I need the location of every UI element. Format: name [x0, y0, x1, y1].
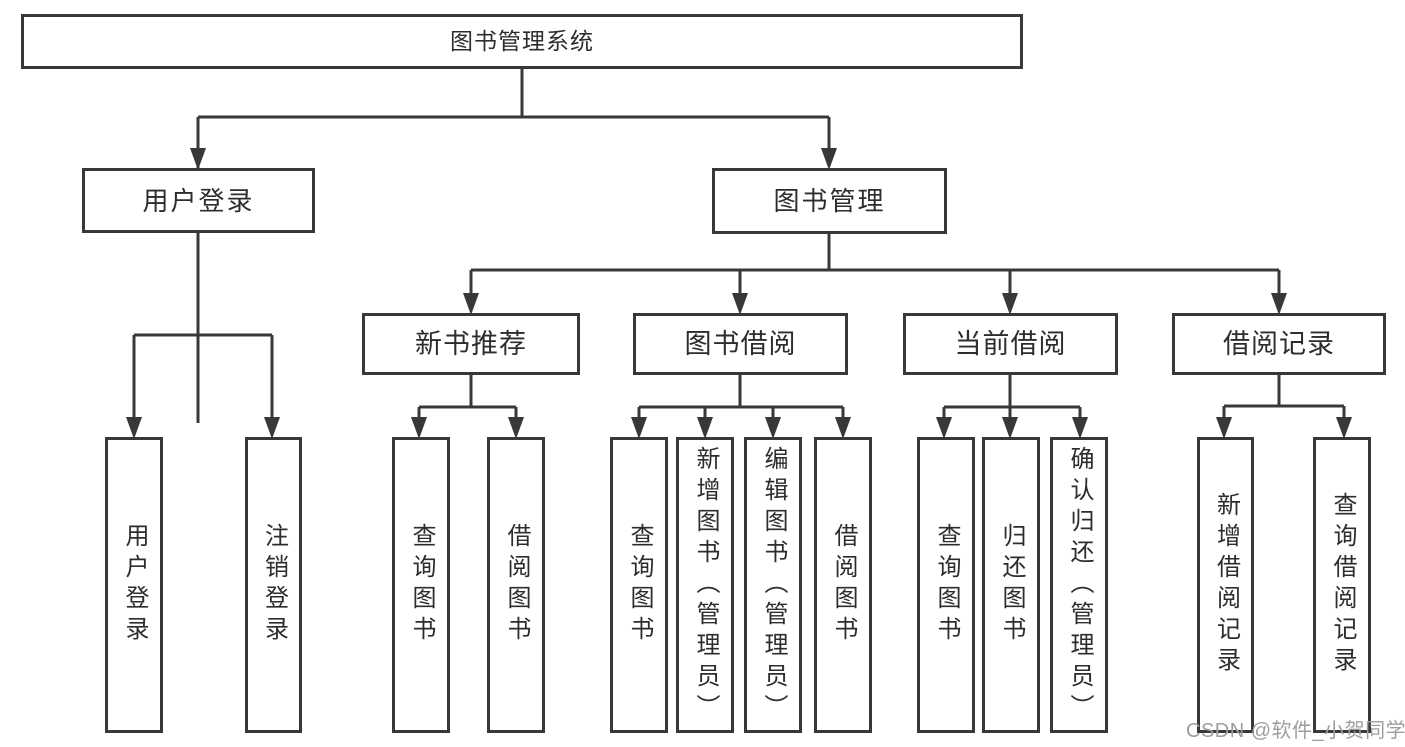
node-library-system-label: 图书管理系统: [450, 28, 594, 54]
leaf-search-books-borrowing-label: 查询图书: [626, 523, 653, 647]
node-new-book-recommend-label: 新书推荐: [415, 328, 527, 359]
leaf-search-books-current-label: 查询图书: [933, 523, 960, 647]
leaf-logout: 注销登录: [245, 437, 302, 733]
node-book-management-label: 图书管理: [773, 186, 886, 216]
leaf-borrow-books-recommend: 借阅图书: [487, 437, 545, 733]
leaf-search-borrow-record-label: 查询借阅记录: [1329, 492, 1356, 678]
leaf-return-books-label: 归还图书: [998, 523, 1025, 647]
node-user-login: 用户登录: [82, 168, 315, 233]
node-book-borrowing: 图书借阅: [633, 313, 848, 375]
leaf-return-books: 归还图书: [982, 437, 1040, 733]
leaf-search-borrow-record: 查询借阅记录: [1313, 437, 1371, 733]
node-user-login-label: 用户登录: [142, 185, 255, 216]
node-borrowing-records: 借阅记录: [1172, 313, 1386, 375]
leaf-add-borrow-record: 新增借阅记录: [1197, 437, 1254, 733]
node-book-management: 图书管理: [712, 168, 947, 234]
leaf-logout-label: 注销登录: [260, 523, 288, 647]
leaf-borrow-books-recommend-label: 借阅图书: [503, 523, 530, 647]
arrowheads: [126, 148, 1352, 439]
leaf-edit-books-admin: 编辑图书（管理员）: [744, 437, 802, 733]
leaf-add-books-admin-label: 新增图书（管理员）: [692, 445, 719, 725]
node-library-system: 图书管理系统: [21, 14, 1023, 69]
leaf-borrow-books: 借阅图书: [814, 437, 872, 733]
leaf-search-books-recommend-label: 查询图书: [408, 523, 435, 647]
leaf-confirm-return-admin-label: 确认归还（管理员）: [1066, 445, 1093, 725]
leaf-search-books-current: 查询图书: [917, 437, 975, 733]
leaf-user-login-label: 用户登录: [121, 523, 148, 647]
leaf-add-books-admin: 新增图书（管理员）: [676, 437, 734, 733]
node-new-book-recommend: 新书推荐: [362, 313, 580, 375]
leaf-add-borrow-record-label: 新增借阅记录: [1212, 492, 1240, 678]
leaf-confirm-return-admin: 确认归还（管理员）: [1050, 437, 1108, 733]
node-book-borrowing-label: 图书借阅: [684, 328, 797, 359]
csdn-watermark: CSDN @软件_小贺同学: [1186, 720, 1405, 742]
node-current-borrowing-label: 当前借阅: [954, 328, 1067, 359]
leaf-edit-books-admin-label: 编辑图书（管理员）: [760, 445, 787, 725]
node-current-borrowing: 当前借阅: [903, 313, 1118, 375]
leaf-user-login: 用户登录: [105, 437, 163, 733]
leaf-search-books-borrowing: 查询图书: [610, 437, 668, 733]
node-borrowing-records-label: 借阅记录: [1223, 328, 1335, 359]
leaf-search-books-recommend: 查询图书: [392, 437, 450, 733]
leaf-borrow-books-label: 借阅图书: [830, 523, 857, 647]
